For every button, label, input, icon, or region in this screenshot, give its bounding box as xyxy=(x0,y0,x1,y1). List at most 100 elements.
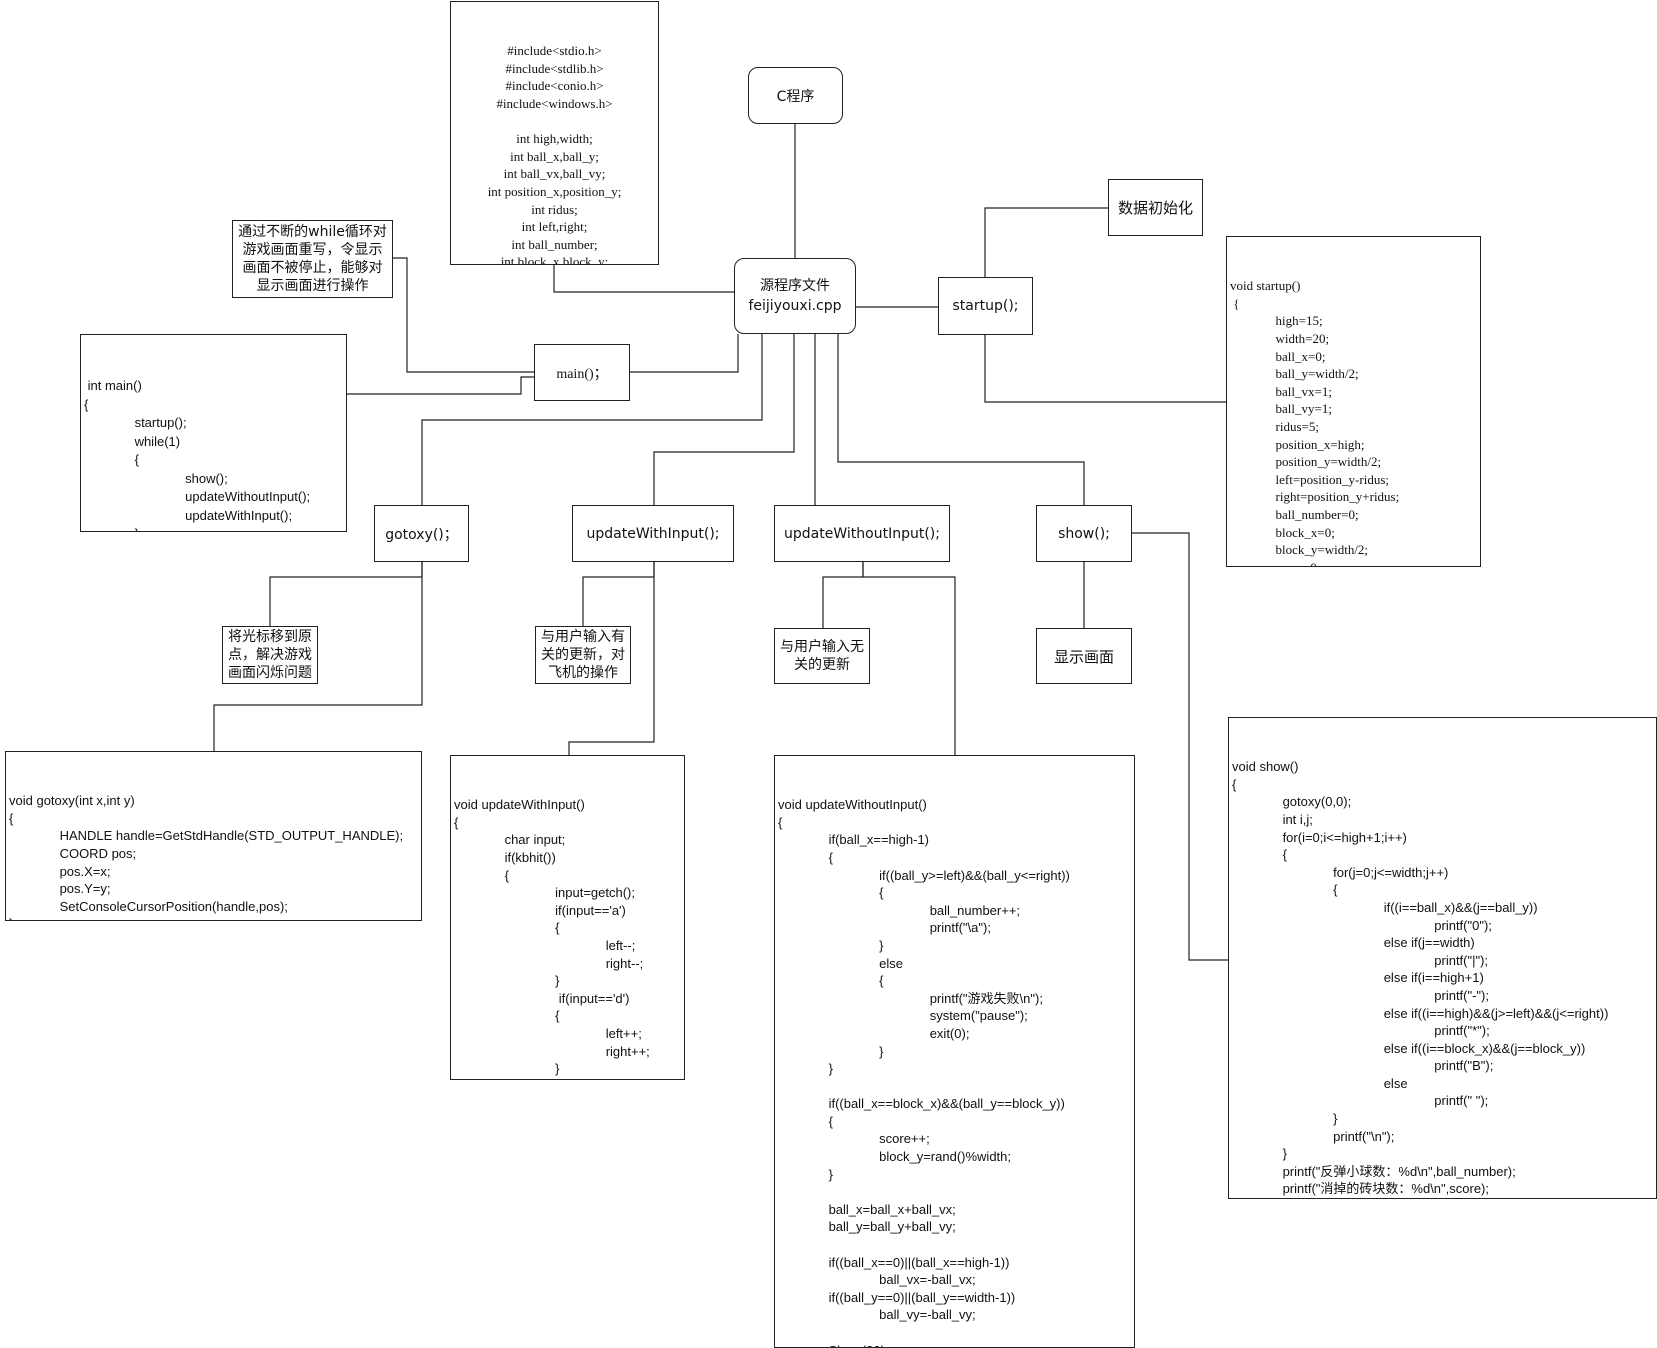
code-line: width=20; xyxy=(1230,330,1330,346)
code-line: { xyxy=(778,973,884,989)
connector-main-func xyxy=(347,376,534,395)
code-line: else if((i==high)&&(j>=left)&&(j<=right)… xyxy=(1232,1005,1609,1021)
code-line: } xyxy=(778,1043,884,1059)
code-line: ball_y=ball_y+ball_vy; xyxy=(778,1219,956,1235)
connector-updatewithoutinput-note xyxy=(822,562,864,628)
code-line: block_y=rand()%width; xyxy=(778,1149,1011,1165)
code-line: { xyxy=(454,1008,560,1024)
code-line: ball_vx=1; xyxy=(1230,383,1332,399)
code-line: int ball_number; xyxy=(511,236,598,252)
code-line: printf("\n"); xyxy=(1232,1128,1395,1144)
connector-source-main xyxy=(630,334,739,373)
code-line: { xyxy=(454,814,459,830)
update-with-input-note: 与用户输入有 关的更新，对 飞机的操作 xyxy=(535,626,631,684)
code-line: printf("*"); xyxy=(1232,1023,1490,1039)
code-line: printf("B"); xyxy=(1232,1058,1494,1074)
code-line: } xyxy=(778,937,884,953)
code-line: } xyxy=(778,1166,833,1182)
code-line: } xyxy=(454,1078,681,1080)
main-function-code-lines: int main(){ startup(); while(1) { show()… xyxy=(84,377,343,531)
update-without-input-note: 与用户输入无 关的更新 xyxy=(774,628,870,684)
code-line: ball_vy=-ball_vy; xyxy=(778,1307,976,1323)
show-function-code-box: void show(){ gotoxy(0,0); int i,j; for(i… xyxy=(1228,717,1657,1199)
code-line: } xyxy=(1232,1111,1338,1127)
code-line: right=position_y+ridus; xyxy=(1230,489,1400,505)
code-line: int ridus; xyxy=(531,201,578,217)
code-line: { xyxy=(84,396,89,412)
code-line: if((ball_y==0)||(ball_y==width-1)) xyxy=(778,1289,1016,1305)
connector-updatewithinput-func xyxy=(568,562,655,755)
show-call-node: show(); xyxy=(1036,505,1132,562)
globals-code-box: #include<stdio.h>#include<stdlib.h>#incl… xyxy=(450,1,659,265)
main-call-label: main()； xyxy=(556,366,608,382)
code-line: updateWithoutInput(); xyxy=(84,489,311,504)
code-line: printf("0"); xyxy=(1232,917,1492,933)
code-line: ​ xyxy=(778,1324,1131,1342)
code-line: COORD pos; xyxy=(9,845,137,861)
code-line: int ball_x,ball_y; xyxy=(510,148,599,164)
code-line: position_y=width/2; xyxy=(1230,454,1382,470)
code-line: ball_vx=-ball_vx; xyxy=(778,1272,976,1288)
code-line: void updateWithoutInput() xyxy=(778,797,927,813)
code-line: for(i=0;i<=high+1;i++) xyxy=(1232,829,1407,845)
code-line: #include<windows.h> xyxy=(496,95,613,111)
code-line: ball_x=0; xyxy=(1230,348,1326,364)
code-line: ​ xyxy=(778,1183,1131,1201)
code-line: void updateWithInput() xyxy=(454,797,585,813)
connector-updatewithoutinput-func xyxy=(862,562,956,755)
code-line: for(j=0;j<=width;j++) xyxy=(1232,864,1449,880)
code-line: } xyxy=(454,1061,560,1077)
code-line: } xyxy=(84,525,343,531)
code-line: { xyxy=(9,810,14,826)
show-screen-label: 显示画面 xyxy=(1053,647,1114,666)
gotoxy-note-text: 将光标移到原 点，解决游戏 画面闪烁问题 xyxy=(228,629,312,681)
code-line: #include<conio.h> xyxy=(505,78,604,94)
code-line: if((i==ball_x)&&(j==ball_y)) xyxy=(1232,899,1538,915)
main-call-node: main()； xyxy=(534,344,630,401)
source-file-node: 源程序文件 feijiyouxi.cpp xyxy=(734,258,856,334)
code-line: char input; xyxy=(454,832,566,848)
code-line: ball_number++; xyxy=(778,902,1021,918)
code-line: #include<stdio.h> xyxy=(507,43,602,59)
code-line: int left,right; xyxy=(521,219,588,235)
code-line: input=getch(); xyxy=(454,885,635,901)
code-line: ball_number=0; xyxy=(1230,506,1359,522)
code-line: int i,j; xyxy=(1232,811,1313,827)
connector-startup-datainit xyxy=(984,207,1108,277)
code-line: updateWithInput(); xyxy=(84,507,293,523)
connector-gotoxy-func xyxy=(213,562,423,751)
update-without-input-function-code-lines: void updateWithoutInput(){ if(ball_x==hi… xyxy=(778,796,1131,1347)
code-line: } xyxy=(1232,1198,1653,1199)
source-file-title: 源程序文件 xyxy=(760,278,830,294)
show-screen-node: 显示画面 xyxy=(1036,628,1132,684)
code-line: block_x=0; xyxy=(1230,524,1335,540)
show-call-label: show(); xyxy=(1058,525,1110,542)
code-line: while(1) xyxy=(84,433,181,449)
gotoxy-call-node: gotoxy()； xyxy=(374,505,469,562)
code-line: int position_x,position_y; xyxy=(487,183,622,199)
update-with-input-note-text: 与用户输入有 关的更新，对 飞机的操作 xyxy=(541,629,625,681)
code-line: if(kbhit()) xyxy=(454,849,556,865)
code-line: int block_x,block_y; xyxy=(500,254,609,265)
code-line: left=position_y-ridus; xyxy=(1230,471,1390,487)
code-line: printf("反弹小球数：%d\n",ball_number); xyxy=(1232,1163,1516,1179)
code-line: system("pause"); xyxy=(778,1008,1028,1024)
code-line: Sleep(80); xyxy=(778,1342,1131,1347)
code-line: high=15; xyxy=(1230,313,1323,329)
code-line: position_x=high; xyxy=(1230,436,1365,452)
code-line: else if(i==high+1) xyxy=(1232,970,1484,986)
code-line: } xyxy=(778,1061,833,1077)
code-line: exit(0); xyxy=(778,1025,970,1041)
code-line: { xyxy=(84,452,139,467)
code-line: pos.X=x; xyxy=(9,863,111,879)
code-line: { xyxy=(778,814,783,830)
code-line: gotoxy(0,0); xyxy=(1232,794,1352,810)
code-line: { xyxy=(1232,776,1237,792)
connector-source-show xyxy=(837,334,1085,505)
startup-call-node: startup(); xyxy=(938,277,1033,335)
update-without-input-note-text: 与用户输入无 关的更新 xyxy=(780,639,864,673)
code-line: right--; xyxy=(454,955,644,971)
code-line: ​ xyxy=(778,1078,1131,1096)
gotoxy-note: 将光标移到原 点，解决游戏 画面闪烁问题 xyxy=(222,626,318,684)
update-without-input-function-code-box: void updateWithoutInput(){ if(ball_x==hi… xyxy=(774,755,1135,1348)
